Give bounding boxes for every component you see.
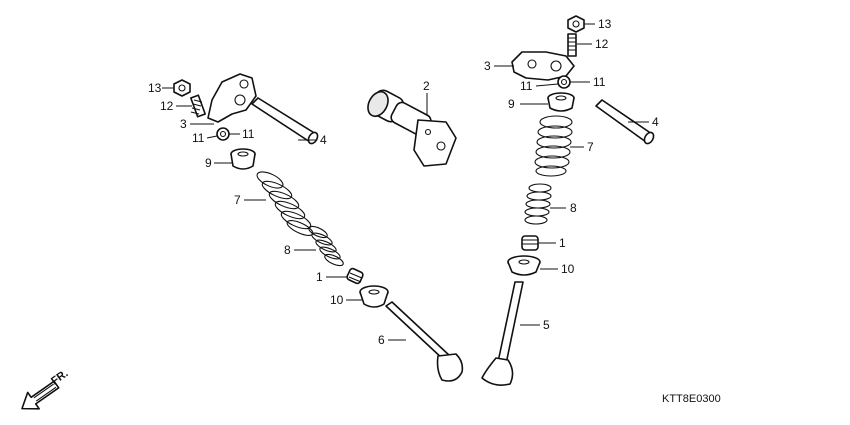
callout-9-left: 9 (205, 156, 212, 170)
front-direction-arrow: FR. (21, 368, 70, 410)
callout-1-left: 1 (316, 270, 323, 284)
diagram-code: KTT8E0300 (662, 393, 721, 405)
callout-11a-right: 11 (520, 79, 533, 93)
left-rocker-shaft (251, 97, 319, 145)
callout-13-left: 13 (148, 81, 162, 95)
callout-2-camshaft: 2 (423, 79, 430, 93)
right-rocker-shaft (595, 99, 655, 145)
left-outer-spring (256, 171, 314, 237)
callout-13-right: 13 (598, 17, 612, 31)
left-nut (173, 79, 191, 97)
callout-labels: 13 12 3 11 11 4 9 7 8 1 10 6 2 13 12 3 1… (148, 17, 659, 347)
right-adjusting-screw (567, 33, 577, 57)
callout-6-left: 6 (378, 333, 385, 347)
left-spring-seat (230, 148, 256, 170)
left-adjusting-screw (190, 94, 206, 118)
left-valve (385, 301, 464, 382)
right-lower-spring-seat (507, 255, 541, 276)
callout-12-right: 12 (595, 37, 609, 51)
left-rocker-arm (207, 73, 257, 123)
right-rocker-arm (511, 51, 575, 81)
callout-9-right: 9 (508, 97, 515, 111)
callout-4-left: 4 (320, 133, 327, 147)
callout-8-left: 8 (284, 243, 291, 257)
callout-7-right: 7 (587, 140, 594, 154)
camshaft (367, 89, 457, 167)
callout-3-right: 3 (484, 59, 491, 73)
callout-4-right: 4 (652, 115, 659, 129)
callout-10-left: 10 (330, 293, 344, 307)
callout-10-right: 10 (561, 262, 575, 276)
callout-12-left: 12 (160, 99, 174, 113)
callout-7-left: 7 (234, 193, 241, 207)
right-inner-spring (524, 183, 552, 225)
left-stem-seal (346, 267, 364, 285)
callout-11b-right: 11 (593, 75, 606, 89)
right-nut (567, 15, 585, 33)
callout-5-right: 5 (543, 318, 550, 332)
left-lower-spring-seat (359, 285, 389, 308)
leader-lines (162, 23, 649, 341)
callout-3-left: 3 (180, 117, 187, 131)
left-inner-spring (308, 225, 344, 267)
right-clip (557, 75, 571, 89)
callout-11a-left: 11 (192, 131, 205, 145)
callout-1-right: 1 (559, 236, 566, 250)
callout-8-right: 8 (570, 201, 577, 215)
right-outer-spring (534, 115, 573, 177)
callout-11b-left: 11 (242, 127, 255, 141)
right-spring-seat (547, 92, 575, 112)
right-stem-seal (521, 235, 539, 251)
left-clip (216, 127, 230, 141)
right-valve (481, 281, 524, 386)
